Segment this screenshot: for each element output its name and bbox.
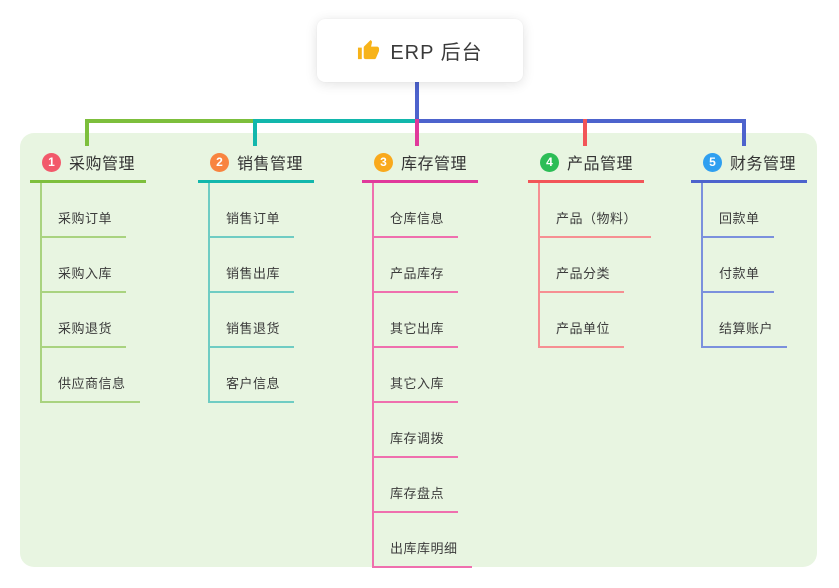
child-node[interactable]: 销售订单 [208,208,295,238]
connector-drop-1 [85,119,89,146]
root-node[interactable]: ERP 后台 [317,19,523,82]
child-node[interactable]: 付款单 [701,263,774,293]
branches-panel [20,133,817,567]
branch-number-badge: 1 [42,152,61,172]
child-node[interactable]: 库存盘点 [372,483,459,513]
child-node-row: 库存盘点 [362,458,512,513]
connector-drop-3 [415,119,419,146]
branch-2: 2 销售管理销售订单销售出库销售退货客户信息 [198,150,348,403]
child-node-row: 采购订单 [30,183,180,238]
child-node[interactable]: 出库库明细 [372,538,472,568]
child-node-row: 销售退货 [198,293,348,348]
branch-child-connector [40,183,42,403]
connector-root-vertical [415,82,419,121]
child-node[interactable]: 结算账户 [701,318,788,348]
child-node-row: 销售订单 [198,183,348,238]
branch-number-badge: 3 [374,152,393,172]
connector-drop-2 [253,119,257,146]
connector-drop-5 [742,119,746,146]
child-node[interactable]: 销售出库 [208,263,295,293]
branch-number-badge: 4 [540,152,559,172]
branch-title-label: 销售管理 [237,156,304,173]
child-node[interactable]: 回款单 [701,208,774,238]
branch-title-3[interactable]: 3 库存管理 [362,150,478,183]
child-node[interactable]: 库存调拨 [372,428,459,458]
branch-5: 5 财务管理回款单付款单结算账户 [691,150,839,348]
child-node[interactable]: 产品单位 [538,318,625,348]
connector-horizontal-blue [417,119,746,123]
child-node-row: 采购退货 [30,293,180,348]
child-node-row: 仓库信息 [362,183,512,238]
connector-horizontal-teal [255,119,419,123]
branch-title-5[interactable]: 5 财务管理 [691,150,807,183]
branch-children: 采购订单采购入库采购退货供应商信息 [30,183,180,403]
branch-title-2[interactable]: 2 销售管理 [198,150,314,183]
branch-1: 1 采购管理采购订单采购入库采购退货供应商信息 [30,150,180,403]
branch-title-label: 产品管理 [567,156,634,173]
child-node-row: 库存调拨 [362,403,512,458]
thumbs-up-icon [358,39,380,60]
branch-child-connector [538,183,540,348]
branch-number-badge: 2 [210,152,229,172]
child-node-row: 其它出库 [362,293,512,348]
branch-number-badge: 5 [703,152,722,172]
branch-children: 产品（物料） 产品分类产品单位 [528,183,678,348]
child-node[interactable]: 客户信息 [208,373,295,403]
branch-4: 4 产品管理产品（物料） 产品分类产品单位 [528,150,678,348]
child-node-row: 客户信息 [198,348,348,403]
child-node[interactable]: 产品库存 [372,263,459,293]
child-node-row: 产品（物料） [528,183,678,238]
branch-title-1[interactable]: 1 采购管理 [30,150,146,183]
child-node-row: 采购入库 [30,238,180,293]
child-node[interactable]: 仓库信息 [372,208,459,238]
child-node-row: 供应商信息 [30,348,180,403]
child-node-row: 结算账户 [691,293,839,348]
branch-child-connector [208,183,210,403]
child-node[interactable]: 供应商信息 [40,373,140,403]
branch-title-label: 财务管理 [730,156,797,173]
child-node[interactable]: 其它出库 [372,318,459,348]
branch-children: 仓库信息产品库存其它出库其它入库库存调拨库存盘点出库库明细 [362,183,512,568]
root-node-title: ERP 后台 [390,42,483,64]
child-node-row: 其它入库 [362,348,512,403]
branch-title-label: 库存管理 [401,156,468,173]
child-node[interactable]: 采购入库 [40,263,127,293]
child-node-row: 出库库明细 [362,513,512,568]
connector-horizontal-green [85,119,257,123]
child-node[interactable]: 销售退货 [208,318,295,348]
child-node-row: 产品库存 [362,238,512,293]
child-node[interactable]: 采购退货 [40,318,127,348]
child-node-row: 产品分类 [528,238,678,293]
child-node-row: 销售出库 [198,238,348,293]
child-node[interactable]: 产品分类 [538,263,625,293]
branch-title-4[interactable]: 4 产品管理 [528,150,644,183]
branch-child-connector [701,183,703,348]
child-node[interactable]: 采购订单 [40,208,127,238]
child-node-row: 付款单 [691,238,839,293]
connector-drop-4 [583,119,587,146]
branch-children: 销售订单销售出库销售退货客户信息 [198,183,348,403]
child-node[interactable]: 产品（物料） [538,208,652,238]
branch-3: 3 库存管理仓库信息产品库存其它出库其它入库库存调拨库存盘点出库库明细 [362,150,512,568]
child-node-row: 回款单 [691,183,839,238]
branch-children: 回款单付款单结算账户 [691,183,839,348]
child-node[interactable]: 其它入库 [372,373,459,403]
child-node-row: 产品单位 [528,293,678,348]
branch-child-connector [372,183,374,568]
branch-title-label: 采购管理 [69,156,136,173]
